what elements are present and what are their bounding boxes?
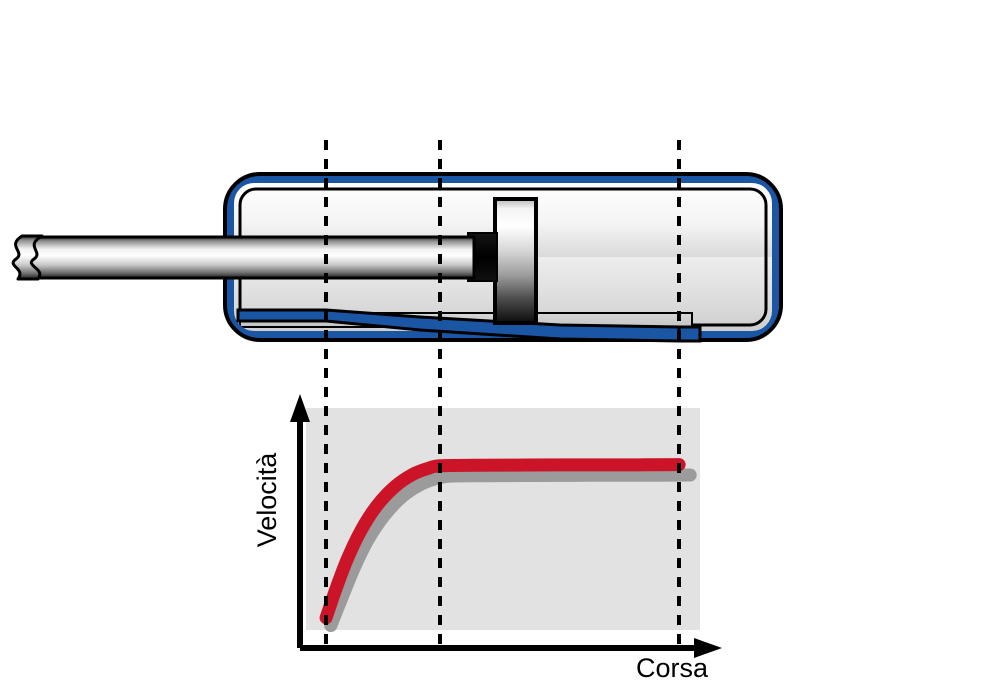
y-axis-arrow (290, 394, 310, 648)
y-axis-label: Velocità (252, 452, 282, 548)
x-axis-arrow (300, 638, 722, 658)
channel-notch-step (677, 325, 702, 343)
curve-shadow (324, 468, 697, 633)
x-axis-label: Corsa (636, 653, 709, 683)
cylinder-assembly (11, 172, 783, 343)
piston-rod (28, 235, 476, 280)
rod-break-symbol (11, 234, 44, 281)
tapered-cushion-channel (236, 308, 702, 343)
curve-primary (319, 458, 686, 625)
reference-dashed-lines (324, 140, 681, 648)
chart-curves (319, 458, 697, 633)
piston-head (493, 197, 538, 325)
velocity-stroke-chart: Velocità Corsa (252, 394, 722, 683)
